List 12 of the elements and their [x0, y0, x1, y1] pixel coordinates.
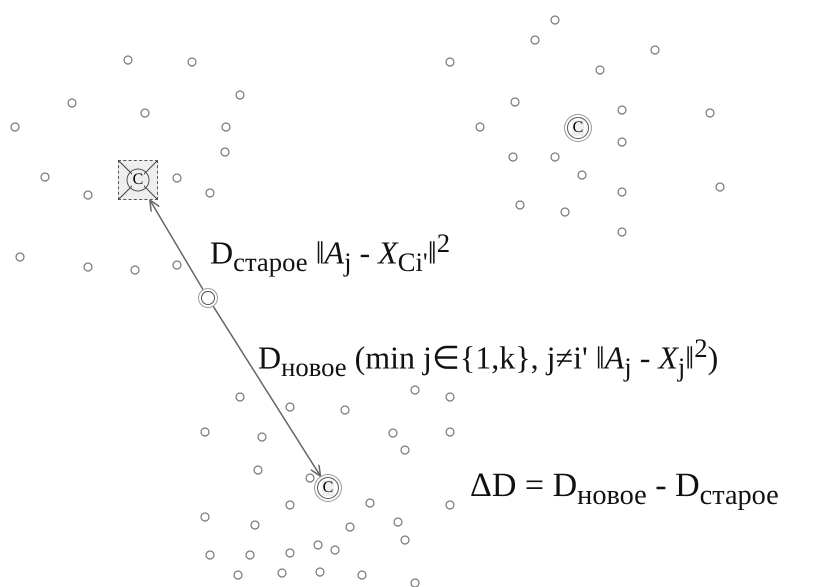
centroid-circle [567, 117, 589, 139]
crossed-centroid-marker [118, 160, 158, 200]
formula-text: D$_{новое}$ (min j∈{1,k}, j≠i' ‖A$_{j}$ - X$_{j}$‖$^{2}$) [258, 333, 718, 384]
formula-text: ΔD = D$_{новое}$ - D$_{старое}$ [470, 467, 779, 512]
arrow [212, 306, 322, 477]
centroid-label: C [572, 120, 584, 136]
centroid-label: C [132, 172, 144, 188]
centroid-label: C [322, 480, 334, 496]
data-point-circle [201, 291, 215, 305]
arrow [149, 199, 204, 290]
formula-text: D$_{старое}$ ‖A$_{j}$ - X$_{Ci'}$‖$^{2}$ [210, 228, 450, 278]
centroid-circle [317, 477, 339, 499]
